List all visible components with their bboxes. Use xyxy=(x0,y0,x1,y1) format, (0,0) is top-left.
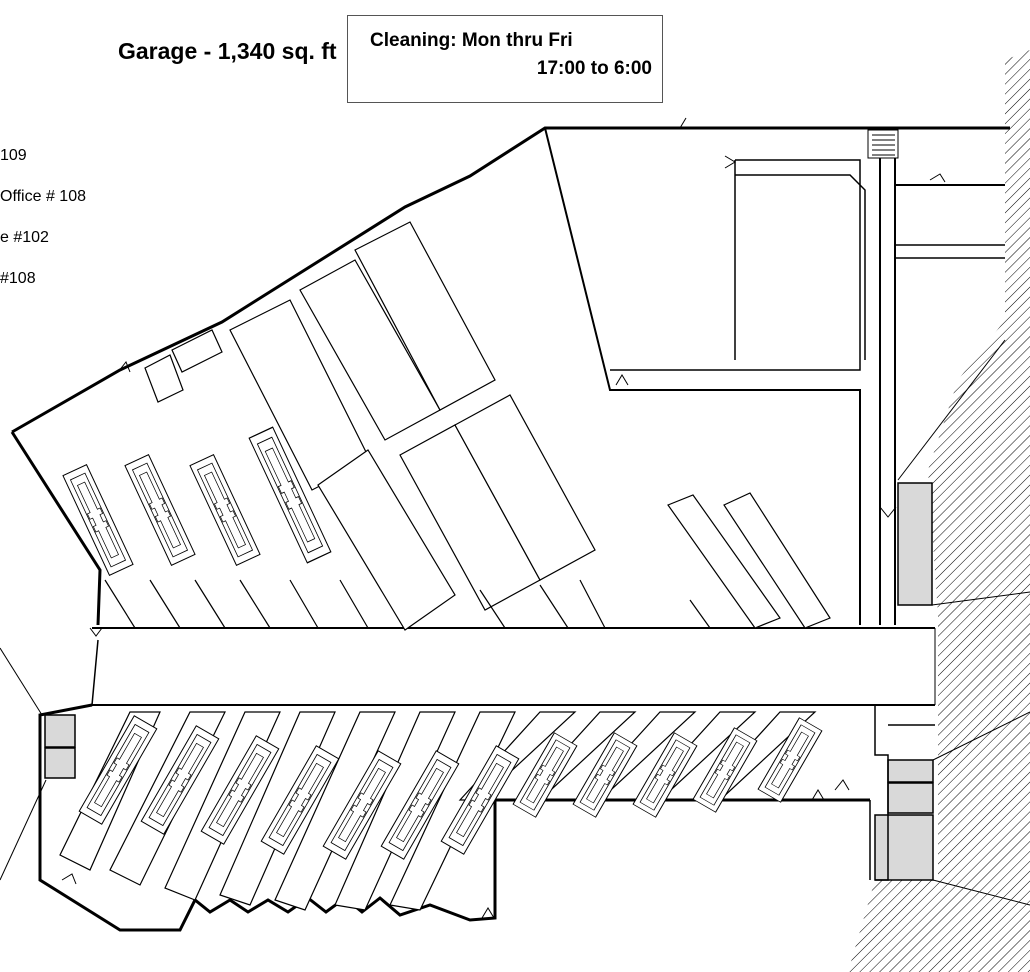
door-marks xyxy=(61,117,946,919)
cleaning-schedule-box: Cleaning: Mon thru Fri 17:00 to 6:00 xyxy=(347,15,663,103)
page-title: Garage - 1,340 sq. ft xyxy=(118,38,337,64)
legend-item: 109 xyxy=(0,147,27,164)
grey-rooms xyxy=(44,482,934,881)
cleaning-days: Cleaning: Mon thru Fri xyxy=(370,30,573,51)
legend-item: e #102 xyxy=(0,229,49,246)
room-legend: 109 Office # 108 e #102 #108 xyxy=(0,146,86,310)
stair xyxy=(867,129,899,159)
leader-lines xyxy=(0,591,1030,906)
upper-bays xyxy=(144,221,831,631)
legend-item: #108 xyxy=(0,270,36,287)
legend-item: Office # 108 xyxy=(0,188,86,205)
service-rooms xyxy=(869,705,935,881)
building-outline xyxy=(10,126,1010,932)
cleaning-hours: 17:00 to 6:00 xyxy=(536,58,652,79)
hatched-exterior xyxy=(848,50,1030,972)
upper-stripes xyxy=(104,579,711,629)
